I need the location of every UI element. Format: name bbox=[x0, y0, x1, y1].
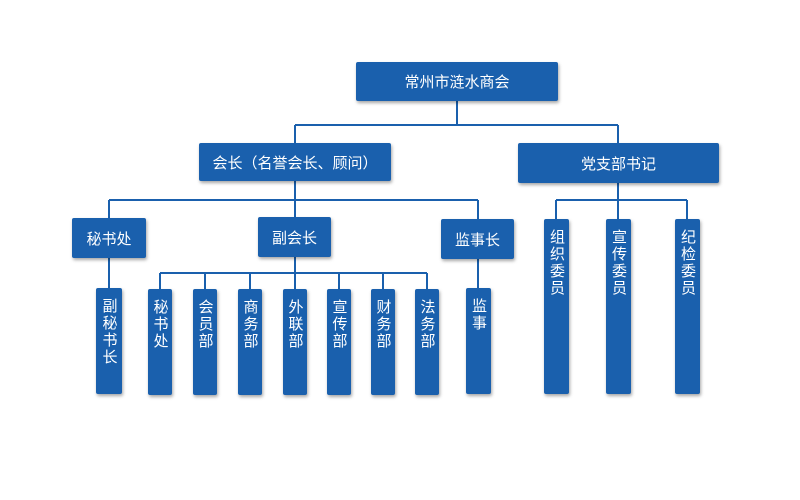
discipline-committee-node: 纪检委员 bbox=[675, 219, 700, 394]
supervisor-member-node: 监事 bbox=[466, 288, 491, 394]
party-secretary-node: 党支部书记 bbox=[518, 143, 719, 183]
deputy-secretary-label: 副秘书长 bbox=[100, 298, 119, 366]
department-node: 外联部 bbox=[283, 289, 307, 395]
department-label: 宣传部 bbox=[330, 299, 349, 350]
chamber-name-node: 常州市涟水商会 bbox=[356, 62, 558, 101]
department-node: 秘书处 bbox=[148, 289, 172, 395]
party-member-label: 纪检委员 bbox=[679, 229, 697, 297]
deputy-secretary-node: 副秘书长 bbox=[96, 288, 122, 394]
supervisor-member-label: 监事 bbox=[470, 298, 488, 332]
department-node: 会员部 bbox=[193, 289, 217, 395]
department-label: 会员部 bbox=[196, 299, 215, 350]
secretariat-node: 秘书处 bbox=[72, 218, 146, 258]
department-label: 秘书处 bbox=[151, 299, 170, 350]
department-node: 商务部 bbox=[238, 289, 262, 395]
department-label: 法务部 bbox=[418, 299, 437, 350]
vice-president-node: 副会长 bbox=[258, 217, 331, 257]
party-member-label: 宣传委员 bbox=[610, 229, 628, 297]
department-node: 财务部 bbox=[371, 289, 395, 395]
supervisor-node: 监事长 bbox=[441, 219, 514, 259]
department-label: 财务部 bbox=[374, 299, 393, 350]
department-label: 外联部 bbox=[286, 299, 305, 350]
publicity-committee-node: 宣传委员 bbox=[606, 219, 631, 394]
party-member-label: 组织委员 bbox=[548, 229, 566, 297]
department-node: 法务部 bbox=[415, 289, 439, 395]
president-node: 会长（名誉会长、顾问） bbox=[199, 143, 391, 181]
department-node: 宣传部 bbox=[327, 289, 351, 395]
department-label: 商务部 bbox=[241, 299, 260, 350]
organization-committee-node: 组织委员 bbox=[544, 219, 569, 394]
